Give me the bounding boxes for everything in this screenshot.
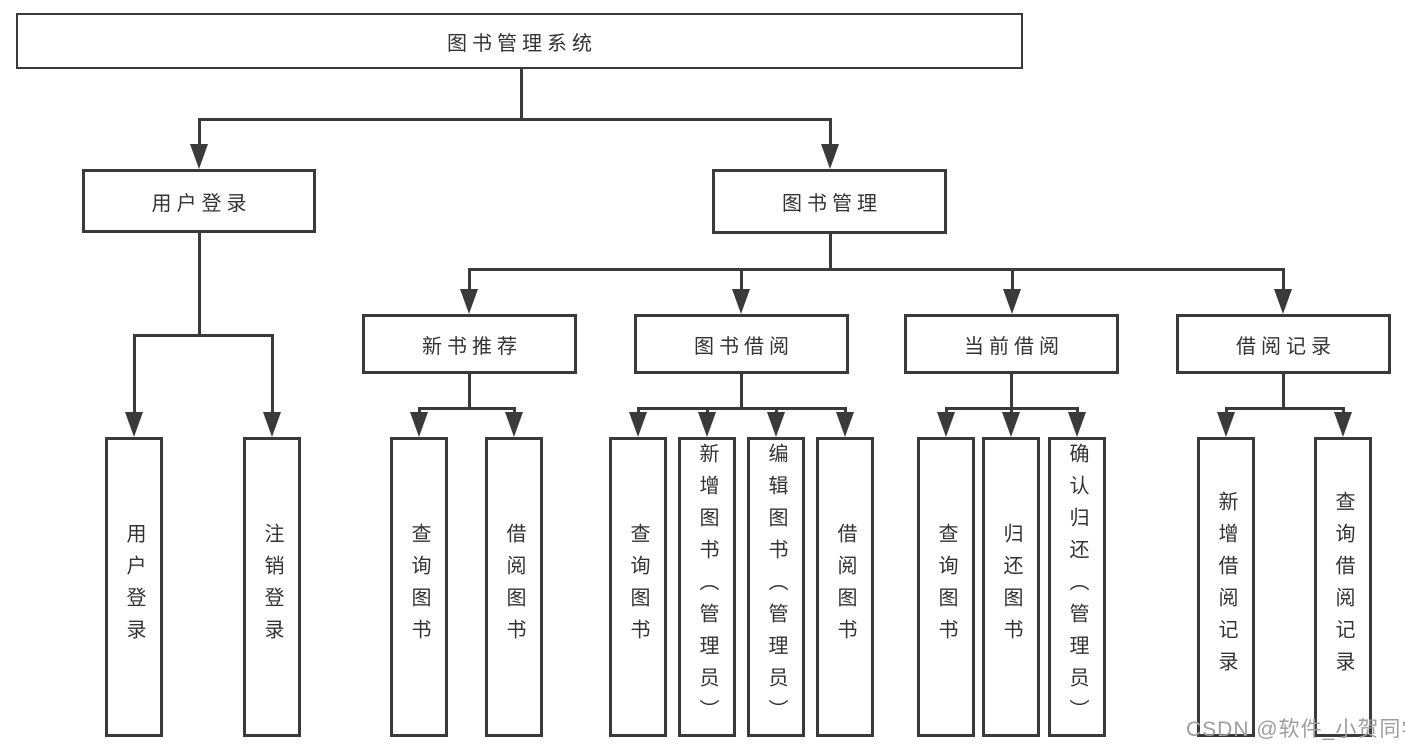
edge-user-login-bus	[133, 334, 274, 337]
node-borrow-records: 借阅记录	[1176, 314, 1391, 374]
leaf-confirm-return-admin-label: 确认归还（管理员）	[1066, 443, 1088, 731]
leaf-query-books-3: 查询图书	[917, 437, 975, 737]
leaf-query-books-2: 查询图书	[609, 437, 667, 737]
arrowhead-leaf-logout	[263, 412, 281, 437]
leaf-query-books-2-label: 查询图书	[627, 523, 649, 651]
arrowhead-return-books	[1002, 412, 1020, 437]
leaf-user-login-label: 用户登录	[123, 523, 145, 651]
node-root-label: 图书管理系统	[447, 32, 597, 55]
leaf-query-borrow-record: 查询借阅记录	[1314, 437, 1372, 737]
node-book-borrow: 图书借阅	[634, 314, 849, 374]
edge-user-login-drop-1	[133, 334, 136, 413]
leaf-borrow-books-1-label: 借阅图书	[503, 523, 525, 651]
node-book-management-label: 图书管理	[782, 193, 882, 215]
edge-book-borrow-bus	[637, 407, 847, 410]
leaf-add-books-admin-label: 新增图书（管理员）	[696, 443, 718, 731]
node-book-management: 图书管理	[712, 169, 947, 234]
edge-book-mgmt-drop-4	[1282, 268, 1285, 292]
leaf-user-login: 用户登录	[105, 437, 163, 737]
arrowhead-user-login	[190, 144, 208, 169]
edge-book-mgmt-drop-1	[468, 268, 471, 292]
arrowhead-leaf-user-login	[125, 412, 143, 437]
edge-current-borrow-drop-1	[945, 407, 948, 415]
edge-book-borrow-drop-3	[775, 407, 778, 415]
leaf-add-books-admin: 新增图书（管理员）	[678, 437, 736, 737]
edge-current-borrow-drop-2	[1010, 407, 1013, 415]
leaf-borrow-books-1: 借阅图书	[485, 437, 543, 737]
edge-user-login-stem	[198, 233, 201, 337]
arrowhead-new-book-recommend	[460, 289, 478, 314]
edge-borrow-records-drop-2	[1342, 407, 1345, 415]
arrowhead-borrow-books-2	[836, 412, 854, 437]
arrowhead-current-borrow	[1003, 289, 1021, 314]
arrowhead-add-books	[698, 412, 716, 437]
arrowhead-add-borrow-record	[1217, 412, 1235, 437]
edge-new-book-bus	[418, 407, 516, 410]
leaf-logout-login-label: 注销登录	[261, 523, 283, 651]
leaf-query-books-3-label: 查询图书	[935, 523, 957, 651]
leaf-add-borrow-record-label: 新增借阅记录	[1215, 491, 1237, 683]
edge-borrow-records-drop-1	[1225, 407, 1228, 415]
edge-new-book-drop-2	[513, 407, 516, 415]
watermark-text: CSDN @软件_小贺同学	[1186, 718, 1405, 741]
leaf-logout-login: 注销登录	[243, 437, 301, 737]
leaf-return-books: 归还图书	[982, 437, 1040, 737]
node-user-login: 用户登录	[82, 169, 316, 233]
edge-book-borrow-drop-2	[706, 407, 709, 415]
edge-borrow-records-bus	[1225, 407, 1344, 410]
arrowhead-edit-books	[767, 412, 785, 437]
arrowhead-query-books-1	[410, 412, 428, 437]
node-current-borrow: 当前借阅	[904, 314, 1119, 374]
edge-new-book-stem	[468, 374, 471, 410]
leaf-add-borrow-record: 新增借阅记录	[1197, 437, 1255, 737]
edge-book-mgmt-drop-2	[740, 268, 743, 292]
edge-book-mgmt-stem	[829, 234, 832, 271]
leaf-borrow-books-2: 借阅图书	[816, 437, 874, 737]
arrowhead-borrow-books-1	[505, 412, 523, 437]
edge-book-mgmt-bus	[468, 268, 1284, 271]
node-borrow-records-label: 借阅记录	[1236, 335, 1336, 358]
leaf-query-borrow-record-label: 查询借阅记录	[1332, 491, 1354, 683]
arrowhead-borrow-records	[1274, 289, 1292, 314]
node-current-borrow-label: 当前借阅	[964, 335, 1064, 358]
arrowhead-query-books-3	[937, 412, 955, 437]
edge-root-drop-left	[198, 118, 201, 146]
node-root: 图书管理系统	[16, 13, 1023, 69]
edge-book-borrow-stem	[740, 374, 743, 410]
edge-current-borrow-stem	[1010, 374, 1013, 410]
edge-book-mgmt-drop-3	[1011, 268, 1014, 292]
leaf-return-books-label: 归还图书	[1000, 523, 1022, 651]
arrowhead-book-borrow	[732, 289, 750, 314]
leaf-query-books-1-label: 查询图书	[408, 523, 430, 651]
leaf-edit-books-admin: 编辑图书（管理员）	[747, 437, 805, 737]
leaf-confirm-return-admin: 确认归还（管理员）	[1048, 437, 1106, 737]
node-new-book-recommend: 新书推荐	[362, 314, 577, 374]
leaf-query-books-1: 查询图书	[390, 437, 448, 737]
edge-root-bus	[198, 118, 832, 121]
node-user-login-label: 用户登录	[151, 192, 252, 215]
edge-current-borrow-drop-3	[1076, 407, 1079, 415]
arrowhead-query-books-2	[629, 412, 647, 437]
edge-new-book-drop-1	[418, 407, 421, 415]
leaf-edit-books-admin-label: 编辑图书（管理员）	[765, 443, 787, 731]
edge-root-stem	[520, 69, 523, 120]
arrowhead-confirm-return	[1068, 412, 1086, 437]
arrowhead-query-borrow-record	[1334, 412, 1352, 437]
node-book-borrow-label: 图书借阅	[694, 335, 794, 358]
edge-book-borrow-drop-1	[637, 407, 640, 415]
leaf-borrow-books-2-label: 借阅图书	[834, 523, 856, 651]
node-new-book-recommend-label: 新书推荐	[422, 335, 522, 358]
arrowhead-book-management	[821, 144, 839, 169]
edge-borrow-records-stem	[1282, 374, 1285, 410]
edge-user-login-drop-2	[271, 334, 274, 413]
edge-root-drop-right	[829, 118, 832, 146]
edge-book-borrow-drop-4	[844, 407, 847, 415]
